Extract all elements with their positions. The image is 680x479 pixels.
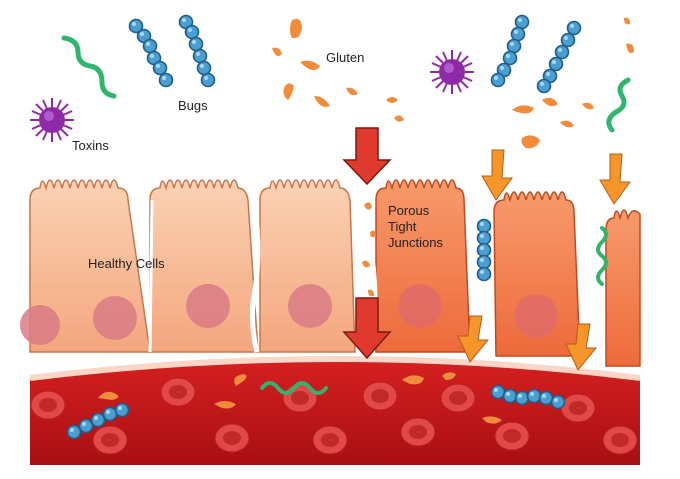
blood-invaders (66, 372, 566, 440)
red-blood-cell-icon (400, 417, 436, 447)
toxins-label: Toxins (72, 138, 109, 153)
healthy-cells-label: Healthy Cells (88, 256, 165, 271)
gluten-fragment-icon (582, 102, 594, 110)
gluten-fragments (272, 17, 634, 149)
nucleus (514, 294, 558, 338)
nucleus (93, 296, 137, 340)
red-blood-cell-icon (30, 390, 66, 420)
epithelial-layer (29, 179, 641, 367)
red-blood-cell-icon (362, 381, 398, 411)
nucleus (20, 305, 60, 345)
red-blood-cell-icon (214, 423, 250, 453)
down-arrow-icon (342, 297, 392, 360)
gluten-fragment-icon (442, 372, 456, 380)
gluten-fragment-icon (214, 401, 236, 409)
worm-icon (606, 77, 631, 133)
gluten-fragment-icon (560, 120, 574, 128)
gluten-fragment-icon (290, 19, 302, 39)
red-blood-cell-icon (92, 425, 128, 455)
gluten-fragment-icon (512, 105, 534, 114)
gluten-fragment-icon (272, 47, 282, 56)
porous-tight-junctions-label: Porous Tight Junctions (388, 203, 443, 250)
toxin-icon (29, 97, 75, 143)
gluten-fragment-icon (283, 83, 294, 100)
down-arrow-icon (457, 315, 490, 363)
red-blood-cell-icon (602, 425, 638, 455)
gluten-fragment-icon (482, 416, 502, 424)
nucleus (288, 284, 332, 328)
gluten-fragment-icon (626, 43, 634, 53)
junction-gluten-fragments (362, 202, 376, 297)
gluten-fragment-icon (368, 289, 374, 297)
gluten-fragment-icon (370, 230, 376, 238)
gluten-fragment-icon (362, 260, 370, 268)
down-arrow-icon (481, 149, 513, 201)
red-blood-cell-icon (560, 393, 596, 423)
lumen-invaders (29, 14, 634, 149)
worm-icon (260, 381, 328, 395)
red-blood-cell-icon (160, 377, 196, 407)
arrows (342, 127, 631, 371)
worm-icon (61, 35, 117, 99)
worm-icon (596, 226, 608, 286)
toxin-icon (429, 49, 475, 95)
inflamed-cell (605, 209, 641, 367)
gluten-fragment-icon (300, 60, 320, 71)
gluten-fragment-icon (346, 87, 358, 96)
nucleus (186, 284, 230, 328)
red-blood-cell-icon (494, 421, 530, 451)
gluten-fragment-icon (394, 115, 404, 122)
bugs-label: Bugs (178, 98, 208, 113)
down-arrow-icon (599, 153, 631, 205)
gluten-fragment-icon (521, 135, 540, 149)
down-arrow-icon (565, 323, 598, 371)
gluten-fragment-icon (234, 374, 247, 386)
gluten-fragment-icon (364, 202, 372, 210)
gluten-fragment-icon (314, 96, 330, 107)
down-arrow-icon (342, 127, 392, 186)
gluten-fragment-icon (402, 375, 424, 385)
cell-nuclei (20, 284, 558, 345)
red-blood-cell-icon (312, 425, 348, 455)
healthy-cell (149, 179, 259, 353)
gluten-label: Gluten (326, 50, 365, 65)
gluten-fragment-icon (386, 97, 398, 103)
gluten-fragment-icon (624, 17, 630, 25)
bacteria-chain-icon (476, 218, 492, 282)
red-blood-cell-icon (440, 383, 476, 413)
gluten-fragment-icon (542, 97, 558, 107)
gluten-fragment-icon (98, 391, 119, 400)
nucleus (398, 284, 442, 328)
